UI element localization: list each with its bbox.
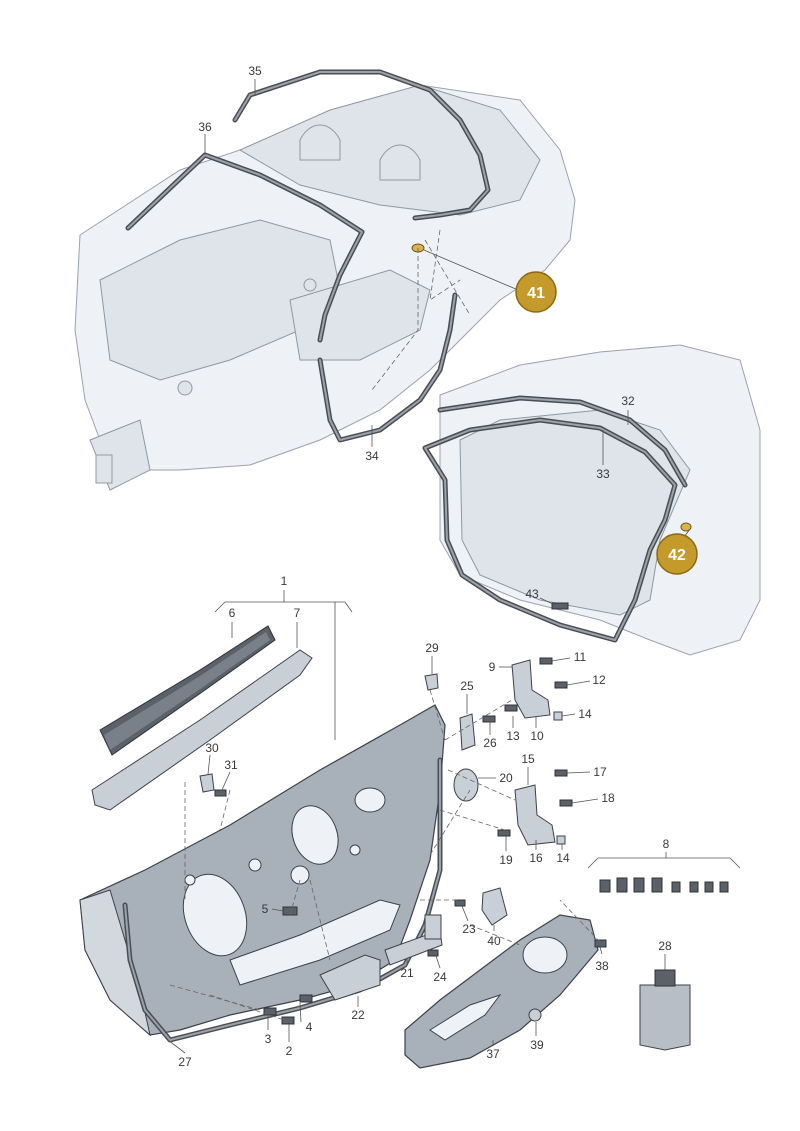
label-35: 35	[248, 64, 262, 78]
label-9: 9	[489, 660, 496, 674]
label-8: 8	[663, 837, 670, 851]
label-40: 40	[487, 934, 501, 948]
assembly-lines	[169, 229, 601, 1023]
label-32: 32	[621, 394, 635, 408]
label-34: 34	[365, 449, 379, 463]
label-28: 28	[658, 939, 672, 953]
label-1: 1	[281, 574, 288, 588]
label-27: 27	[178, 1055, 192, 1069]
label-12: 12	[592, 673, 606, 687]
label-5: 5	[262, 902, 269, 916]
label-21: 21	[400, 966, 414, 980]
hinge-assembly	[482, 657, 573, 846]
callout-41-label: 41	[527, 285, 545, 302]
label-6: 6	[229, 606, 236, 620]
label-15: 15	[521, 752, 535, 766]
label-25: 25	[460, 679, 474, 693]
label-33: 33	[596, 467, 610, 481]
part-22	[319, 954, 381, 1001]
callout-42-label: 42	[668, 547, 686, 564]
fastener-set	[199, 773, 313, 1025]
part-20	[453, 768, 479, 802]
label-11: 11	[574, 650, 587, 664]
callout-41: 41	[515, 271, 557, 313]
label-43: 43	[525, 587, 539, 601]
car-body-shell	[74, 84, 576, 491]
label-30: 30	[205, 741, 219, 755]
part-40	[481, 887, 508, 926]
label-29: 29	[425, 641, 439, 655]
door-shell	[79, 704, 446, 1037]
label-38: 38	[595, 959, 609, 973]
label-19: 19	[499, 853, 513, 867]
part-43	[551, 602, 569, 610]
label-4: 4	[306, 1020, 313, 1034]
label-37: 37	[486, 1047, 500, 1061]
strip-7	[91, 649, 313, 811]
label-16: 16	[529, 851, 543, 865]
label-10: 10	[530, 729, 544, 743]
part-25	[459, 713, 476, 751]
clip-set-8	[599, 877, 729, 893]
label-20: 20	[499, 771, 513, 785]
door-opening-detail	[439, 344, 761, 656]
part-29	[424, 673, 439, 691]
label-14a: 14	[578, 707, 592, 721]
label-24: 24	[433, 970, 447, 984]
clip-42-part	[680, 522, 692, 532]
leader-lines	[167, 79, 741, 1054]
label-2: 2	[286, 1044, 293, 1058]
label-22: 22	[351, 1008, 365, 1022]
label-39: 39	[530, 1038, 544, 1052]
label-7: 7	[294, 606, 301, 620]
label-13: 13	[506, 729, 520, 743]
part-number-labels: 1 2 3 4 5 6 7 8 9 10 11 12 13 14 14 15 1…	[178, 64, 672, 1069]
label-36: 36	[198, 120, 212, 134]
label-18: 18	[601, 791, 615, 805]
label-17: 17	[593, 765, 607, 779]
label-31: 31	[224, 758, 238, 772]
bottle-28	[639, 969, 691, 1051]
label-23: 23	[462, 922, 476, 936]
label-26: 26	[483, 736, 497, 750]
callout-42: 42	[656, 533, 698, 575]
label-14b: 14	[556, 851, 570, 865]
label-3: 3	[265, 1032, 272, 1046]
